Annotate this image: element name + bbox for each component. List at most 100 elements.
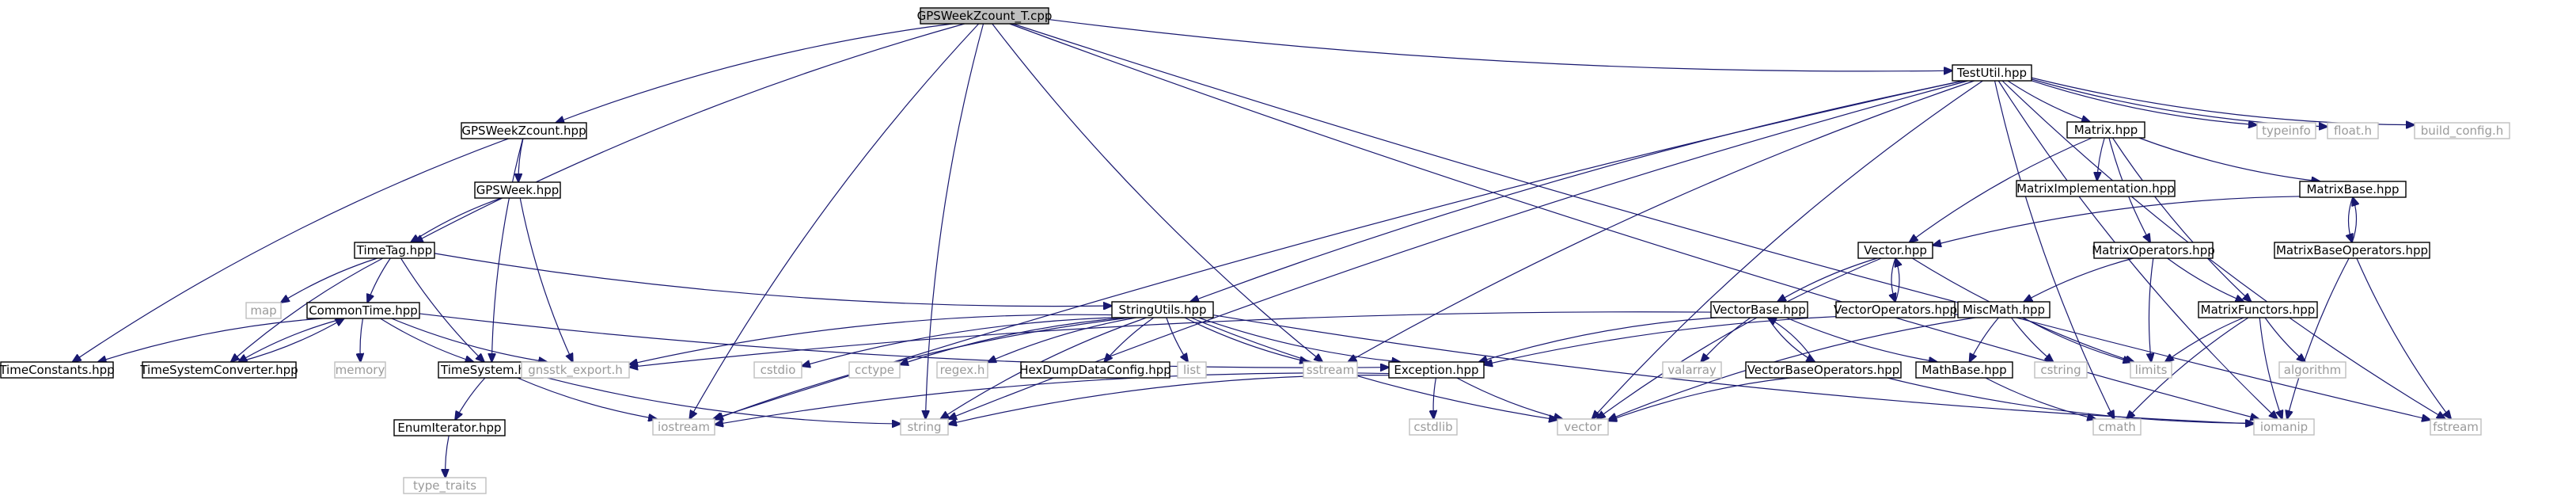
node-label: regex.h (940, 363, 985, 377)
node-hexdump[interactable]: HexDumpDataConfig.hpp (1019, 361, 1171, 379)
node-box (2274, 242, 2430, 259)
edge-testutil-to-matrix (2007, 80, 2090, 122)
node-box (306, 302, 420, 319)
node-vbaseops[interactable]: VectorBaseOperators.hpp (1745, 361, 1902, 379)
edge-vectorops-to-vectorhpp (1895, 258, 1899, 303)
node-label: TimeSystemConverter.hpp (139, 363, 298, 377)
edge-commontime-to-timeconst (98, 318, 323, 362)
node-matrix[interactable]: Matrix.hpp (2066, 121, 2145, 139)
edge-gpsweek-to-gnsstk (519, 197, 573, 362)
edge-miscmath-to-limits (2023, 317, 2131, 362)
node-label: HexDumpDataConfig.hpp (1019, 363, 1171, 377)
node-label: MatrixBase.hpp (2306, 182, 2399, 196)
node-string: string (900, 418, 949, 436)
node-label: map (250, 303, 276, 318)
edge-gpsweek-to-timetag (411, 197, 502, 242)
edge-timesystem-to-iostream (517, 377, 657, 419)
node-vectorops[interactable]: VectorOperators.hpp (1834, 301, 1957, 318)
node-matriximpl[interactable]: MatrixImplementation.hpp (2016, 180, 2176, 197)
node-label: cctype (855, 363, 894, 377)
node-cctype: cctype (848, 361, 901, 379)
node-label: MatrixOperators.hpp (2092, 243, 2215, 257)
node-label: VectorOperators.hpp (1834, 303, 1957, 317)
edge-root-to-fstream (1012, 23, 2430, 420)
edge-matrix-to-vectorhpp (1910, 137, 2092, 242)
node-box (1662, 361, 1722, 379)
node-box (2093, 242, 2214, 259)
node-box (0, 361, 114, 379)
node-root[interactable]: GPSWeekZcount_T.cpp (917, 7, 1053, 25)
edge-commontime-to-memory (360, 318, 362, 362)
edge-root-to-string (925, 23, 984, 419)
node-label: cstdlib (1413, 420, 1452, 434)
node-gpsweek[interactable]: GPSWeek.hpp (474, 181, 561, 199)
node-label: Exception.hpp (1394, 363, 1478, 377)
edge-testutil-to-stringutils (1190, 80, 1965, 302)
node-cmath: cmath (2092, 418, 2142, 436)
edge-matrixfunc-to-iomanip (2259, 317, 2282, 419)
node-box (848, 361, 901, 379)
node-tsconv[interactable]: TimeSystemConverter.hpp (139, 361, 298, 379)
node-box (2299, 181, 2407, 198)
edge-timetag-to-tsconv (231, 257, 384, 362)
node-matrixfunc[interactable]: MatrixFunctors.hpp (2198, 301, 2318, 318)
node-matrixbase[interactable]: MatrixBase.hpp (2299, 181, 2407, 198)
node-mathbase[interactable]: MathBase.hpp (1915, 361, 2013, 379)
node-stringutils[interactable]: StringUtils.hpp (1111, 301, 1214, 318)
node-box (2256, 122, 2316, 139)
node-mbaseops[interactable]: MatrixBaseOperators.hpp (2274, 242, 2430, 259)
edge-miscmath-to-vector (1608, 317, 1976, 420)
edge-vectorbase-to-valarray (1701, 317, 1751, 362)
node-label: EnumIterator.hpp (397, 421, 501, 435)
edge-miscmath-to-cstring (2010, 317, 2053, 362)
node-commontime[interactable]: CommonTime.hpp (306, 302, 420, 319)
node-gpswz[interactable]: GPSWeekZcount.hpp (461, 122, 587, 139)
edge-testutil-to-string (948, 80, 1968, 419)
edge-root-to-gpswz (556, 23, 953, 123)
node-box (2430, 418, 2482, 436)
node-testutil[interactable]: TestUtil.hpp (1952, 64, 2032, 82)
edge-vectorbase-to-exception (1479, 317, 1717, 362)
node-label: string (907, 420, 941, 434)
node-box (403, 477, 487, 494)
node-timeconst[interactable]: TimeConstants.hpp (0, 361, 115, 379)
node-matrixops[interactable]: MatrixOperators.hpp (2092, 242, 2215, 259)
node-list: list (1177, 361, 1207, 379)
edge-testutil-to-vector (1592, 80, 1983, 419)
node-sstream: sstream (1303, 361, 1358, 379)
node-label: algorithm (2284, 363, 2341, 377)
node-box (2253, 418, 2315, 436)
node-vectorbase[interactable]: VectorBase.hpp (1710, 301, 1808, 318)
node-box (354, 242, 435, 259)
edge-matrixops-to-matrixfunc (2167, 257, 2244, 302)
edge-miscmath-to-mathbase (1970, 317, 1999, 362)
node-timetag[interactable]: TimeTag.hpp (354, 242, 435, 259)
node-gnsstk: gnsstk_export.h (521, 361, 630, 379)
node-regex: regex.h (936, 361, 988, 379)
node-cstdlib: cstdlib (1409, 418, 1458, 436)
node-label: cmath (2098, 420, 2135, 434)
node-cstdio: cstdio (753, 361, 802, 379)
node-box (2066, 121, 2145, 139)
node-exception[interactable]: Exception.hpp (1388, 361, 1485, 379)
node-label: GPSWeek.hpp (476, 183, 560, 197)
node-layer: GPSWeekZcount_T.cppTestUtil.hppGPSWeekZc… (0, 7, 2510, 494)
node-miscmath[interactable]: MiscMath.hpp (1957, 301, 2051, 318)
node-label: float.h (2334, 124, 2372, 138)
edge-vectorbase-to-vbaseops (1767, 317, 1815, 362)
node-label: CommonTime.hpp (309, 303, 418, 318)
edge-vectorhpp-to-vector (1597, 257, 1882, 419)
node-label: typeinfo (2262, 124, 2311, 138)
node-enumit[interactable]: EnumIterator.hpp (393, 419, 506, 436)
edge-stringutils-to-regex (988, 317, 1136, 362)
edge-testutil-to-cmath (1994, 80, 2115, 419)
node-label: TestUtil.hpp (1956, 66, 2027, 80)
node-timesystem[interactable]: TimeSystem.hpp (438, 361, 544, 379)
edge-stringutils-to-cstdio (802, 317, 1113, 366)
edge-root-to-timetag (415, 23, 965, 242)
node-label: Matrix.hpp (2074, 123, 2138, 137)
edge-timetag-to-commontime (367, 257, 391, 303)
node-box (753, 361, 802, 379)
node-vectorhpp[interactable]: Vector.hpp (1857, 242, 1933, 259)
node-cstring: cstring (2034, 361, 2088, 379)
